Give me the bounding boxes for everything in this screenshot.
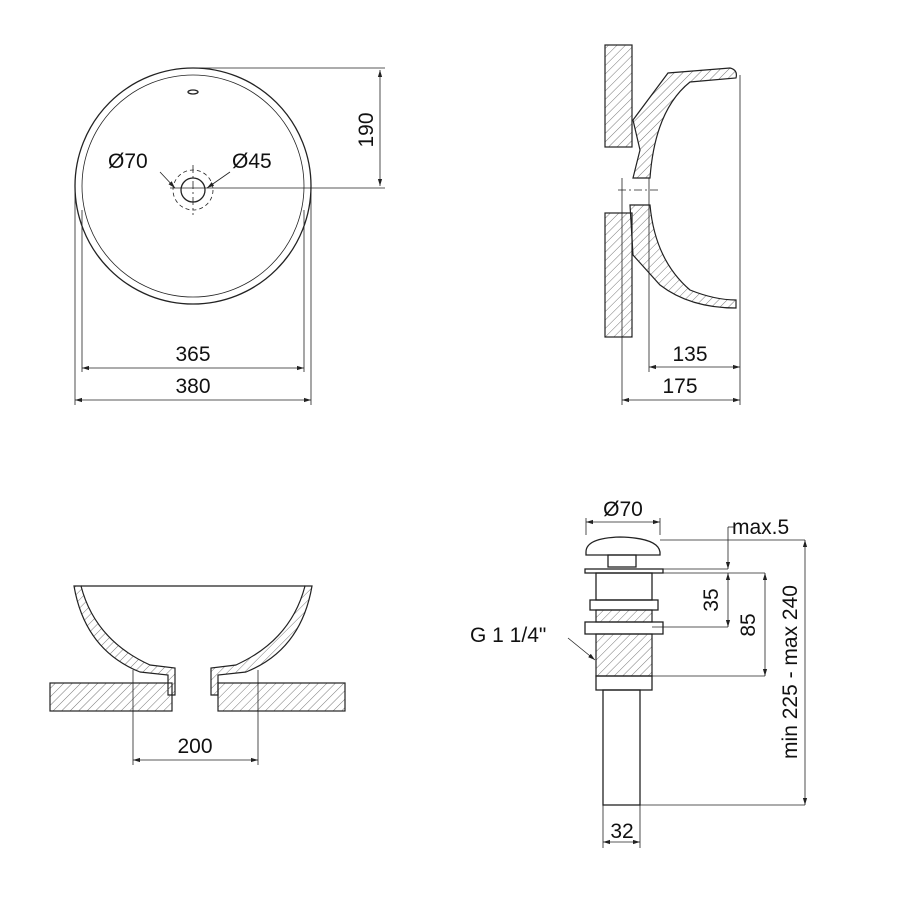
bowl-upper-section xyxy=(632,67,737,179)
drain-cap xyxy=(585,536,661,556)
dim-380-label: 380 xyxy=(175,375,210,398)
dia-45-label: Ø45 xyxy=(232,150,272,173)
wall-upper xyxy=(604,44,633,148)
dim-190-label: 190 xyxy=(355,112,378,147)
thread-label: G 1 1/4" xyxy=(470,624,546,647)
dim-35-label: 35 xyxy=(700,588,723,611)
top-view: 190 Ø70 Ø45 365 380 xyxy=(74,67,385,405)
bowl-left-section xyxy=(73,585,176,696)
dim-85-label: 85 xyxy=(737,613,760,636)
dim-200-label: 200 xyxy=(177,735,212,758)
overflow-hole xyxy=(187,89,199,95)
max-5-label: max.5 xyxy=(732,516,789,539)
side-view: 135 175 xyxy=(604,44,741,405)
drain-view: Ø70 max.5 35 85 min 225 - max 240 G 1 1/… xyxy=(470,498,808,848)
basin-inner-rim xyxy=(81,74,305,298)
dim-175-label: 175 xyxy=(662,375,697,398)
bowl-lower-section xyxy=(629,204,737,309)
countertop-right xyxy=(217,682,346,712)
dim-135-label: 135 xyxy=(672,343,707,366)
countertop-left xyxy=(49,682,173,712)
dim-365-label: 365 xyxy=(175,343,210,366)
thread-section xyxy=(595,633,653,677)
drain-tail-pipe xyxy=(602,689,641,806)
dim-32-label: 32 xyxy=(610,820,633,843)
dia-70-label: Ø70 xyxy=(108,150,148,173)
wall-lower xyxy=(604,212,633,338)
drain-dia-70-label: Ø70 xyxy=(603,498,643,521)
bowl-right-section xyxy=(210,585,313,696)
front-view: 200 xyxy=(49,585,346,765)
height-range-label: min 225 - max 240 xyxy=(779,585,802,759)
